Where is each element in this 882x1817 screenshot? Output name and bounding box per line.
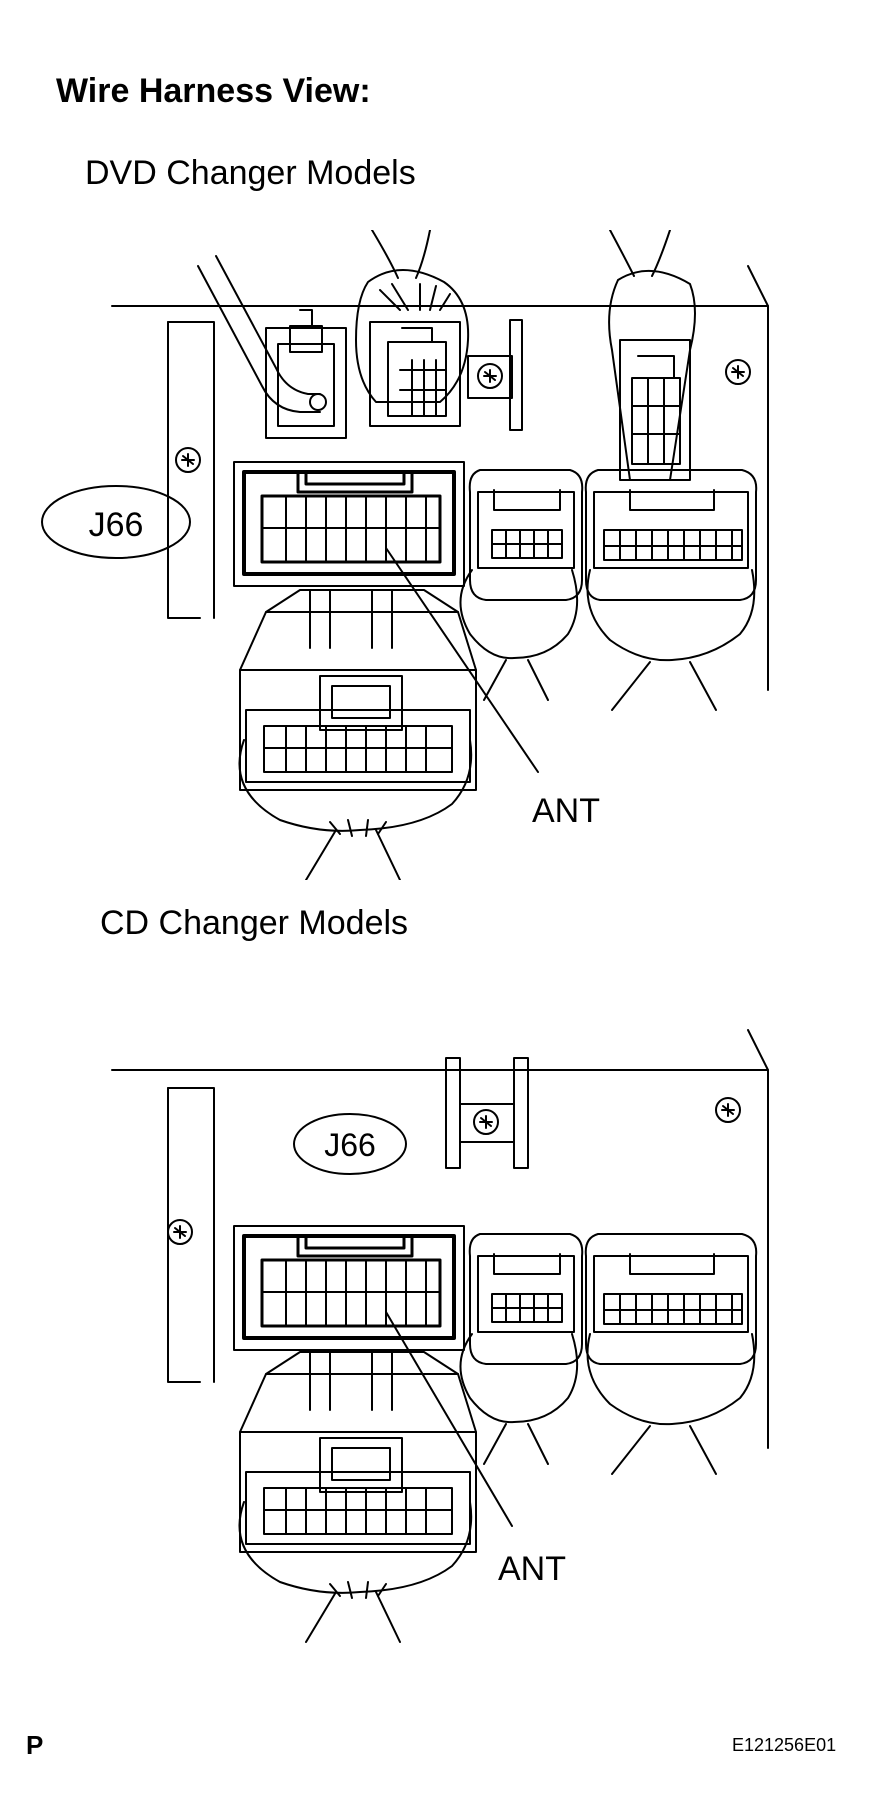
- figure-code: E121256E01: [732, 1735, 837, 1755]
- cd-changer-diagram: J66 ANT: [111, 1029, 769, 1643]
- right-harness-connector-1: [459, 1233, 584, 1465]
- j66-plug: [238, 1351, 477, 1643]
- top-harness-connector-1: [355, 230, 470, 427]
- connector-id-label: J66: [324, 1127, 376, 1163]
- page-marker: P: [26, 1730, 44, 1760]
- dvd-changer-diagram: J66 ANT: [41, 230, 769, 880]
- j66-plug: [238, 589, 477, 880]
- right-harness-connector-2: [584, 1233, 758, 1475]
- right-harness-connector-1: [459, 469, 584, 701]
- ant-pin-label: ANT: [498, 1550, 566, 1588]
- page-title: Wire Harness View:: [56, 72, 371, 110]
- mounting-bracket: [167, 321, 201, 619]
- j66-callout: J66: [41, 485, 191, 559]
- ant-leader-line: [385, 547, 539, 773]
- screw-icon: [715, 1097, 741, 1123]
- ant-leader-line: [385, 1311, 513, 1527]
- cd-section-heading: CD Changer Models: [100, 904, 409, 942]
- mounting-bracket: [167, 1087, 201, 1383]
- j66-receptacle: [233, 1225, 465, 1351]
- right-harness-connector-2: [584, 469, 758, 711]
- screw-icon: [473, 1109, 499, 1135]
- ant-pin-label: ANT: [532, 792, 600, 830]
- screw-icon: [477, 363, 503, 389]
- screw-icon: [167, 1219, 193, 1245]
- top-harness-connector-2: [608, 230, 696, 481]
- j66-callout: J66: [293, 1113, 407, 1175]
- single-wire-connector: [197, 255, 347, 439]
- screw-icon: [175, 447, 201, 473]
- screw-icon: [725, 359, 751, 385]
- connector-id-label: J66: [89, 506, 144, 544]
- j66-receptacle: [233, 461, 465, 587]
- dvd-section-heading: DVD Changer Models: [85, 154, 416, 192]
